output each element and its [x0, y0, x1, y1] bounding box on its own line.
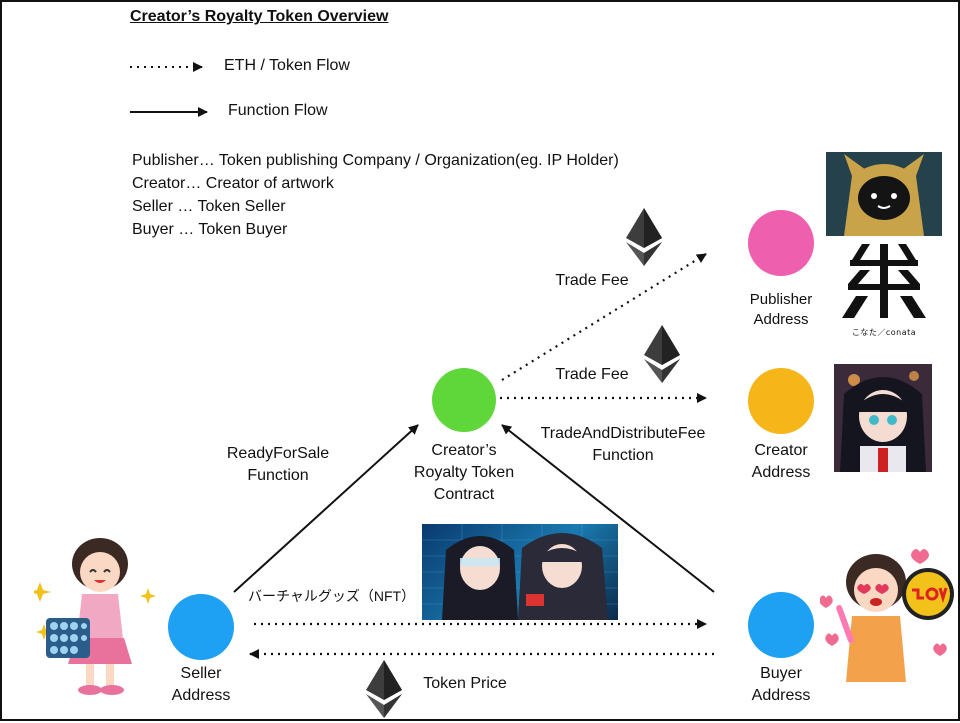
buyer-label: Buyer Address — [751, 665, 811, 704]
seller-character-image — [34, 538, 158, 698]
contract-label: Creator’s Royalty Token Contract — [413, 442, 515, 503]
token-price-label: Token Price — [423, 675, 507, 692]
publisher-logo-text: こなた／conata — [851, 328, 917, 337]
edge-buyer-to-contract — [501, 424, 715, 593]
seller-node — [168, 594, 234, 660]
trade-fee-creator-label: Trade Fee — [555, 366, 629, 383]
legend-function-flow: Function Flow — [228, 102, 328, 119]
ready-for-sale-label: ReadyForSale Function — [226, 445, 330, 484]
publisher-node — [748, 210, 814, 276]
eth-icon — [626, 208, 662, 266]
edge-contract-to-publisher — [501, 253, 707, 381]
publisher-mascot-image — [826, 152, 942, 236]
trade-fee-publisher-label: Trade Fee — [555, 272, 629, 289]
definition-creator: Creator… Creator of artwork — [132, 175, 334, 192]
definition-buyer: Buyer … Token Buyer — [132, 221, 288, 238]
contract-node — [432, 368, 496, 432]
trade-and-distribute-label: TradeAndDistributeFee Function — [540, 425, 706, 464]
definitions-list: Publisher… Token publishing Company / Or… — [132, 149, 619, 241]
publisher-logo-image: こなた／conata — [838, 240, 930, 338]
creator-label: Creator Address — [751, 442, 811, 481]
definition-seller: Seller … Token Seller — [132, 198, 286, 215]
seller-label: Seller Address — [171, 665, 231, 704]
eth-icon — [644, 325, 680, 383]
definition-publisher: Publisher… Token publishing Company / Or… — [132, 152, 619, 169]
creator-node — [748, 368, 814, 434]
legend-eth-flow: ETH / Token Flow — [224, 57, 350, 74]
nft-label: バーチャルグッズ（NFT） — [248, 588, 416, 604]
diagram-title: Creator’s Royalty Token Overview — [130, 8, 389, 25]
buyer-node — [748, 592, 814, 658]
buyer-character-image — [820, 542, 958, 682]
publisher-label: Publisher Address — [749, 291, 813, 328]
eth-icon — [366, 660, 402, 718]
edge-seller-to-contract — [233, 424, 419, 593]
creator-artwork-image — [834, 364, 932, 472]
nft-artwork-image — [422, 524, 618, 620]
